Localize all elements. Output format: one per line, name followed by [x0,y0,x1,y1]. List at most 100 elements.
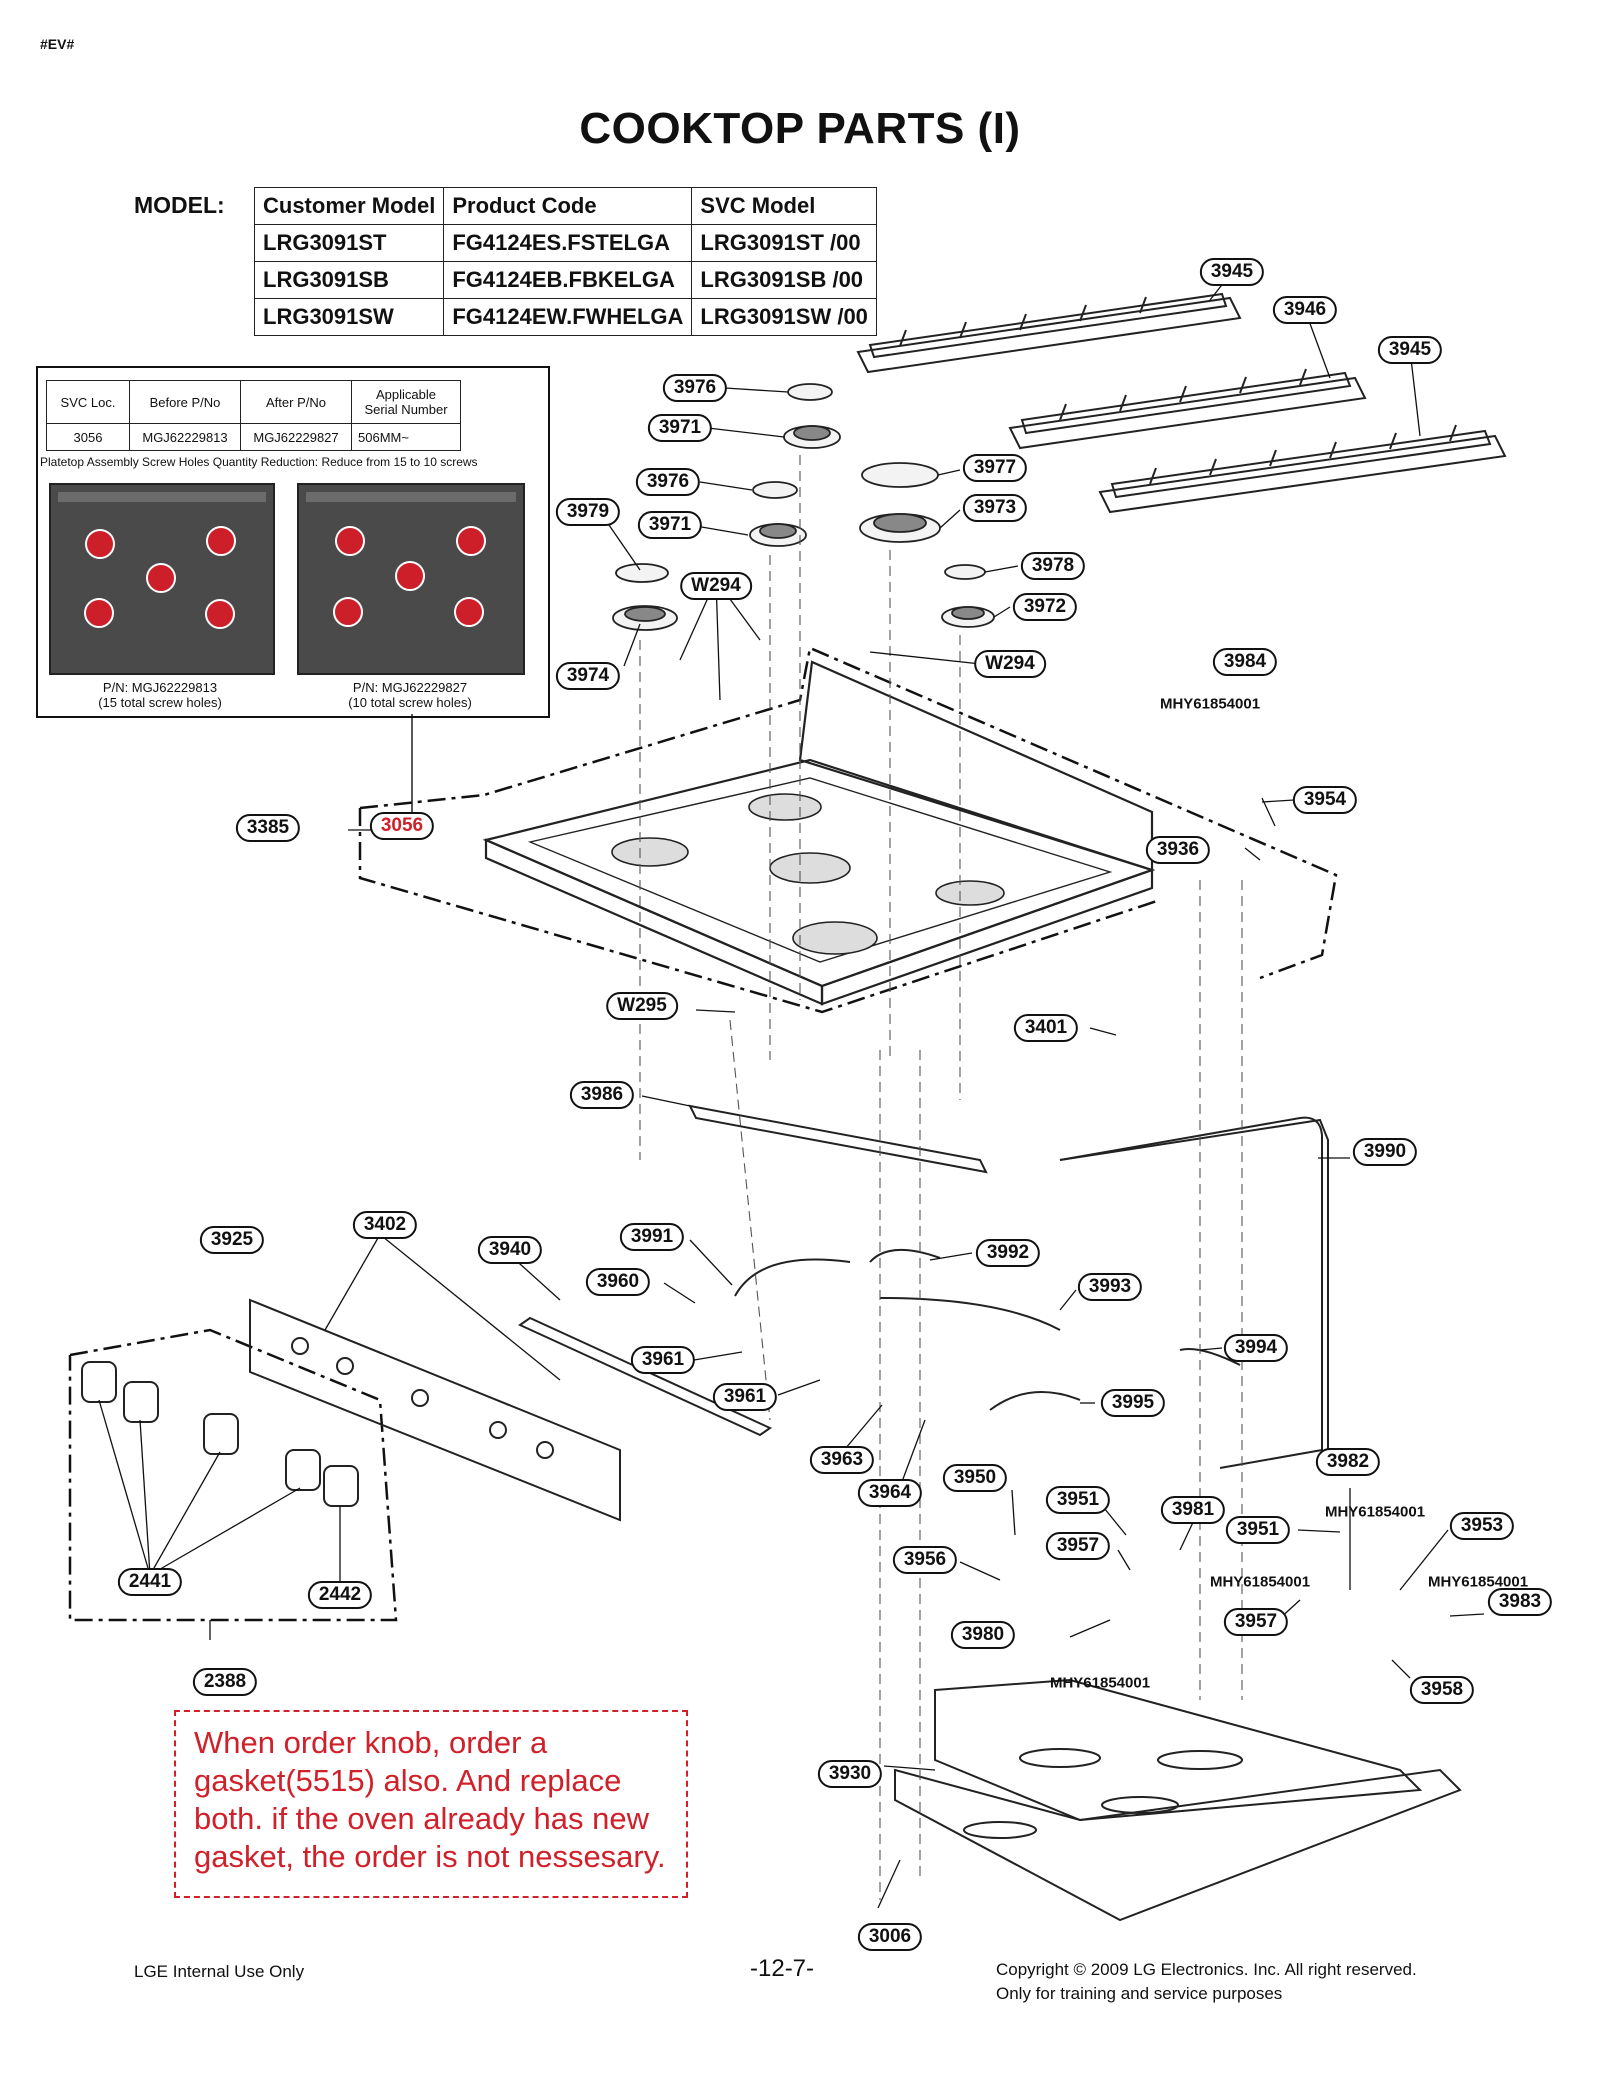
model-label: MODEL: [134,192,225,218]
order-note-line: both. if the oven already has new [194,1801,649,1836]
callout-3961: 3961 [712,1383,778,1411]
part-number-label: MHY61854001 [1209,1573,1311,1591]
table-cell: LRG3091SB /00 [691,261,877,299]
callout-3385: 3385 [235,814,301,842]
doc-tag: #EV# [40,36,75,52]
part-number-label: MHY61854001 [1324,1503,1426,1521]
cooktop-plate [482,660,1156,1006]
table-cell: 3056 [46,423,130,451]
callout-3995: 3995 [1100,1389,1166,1417]
callout-w294: W294 [680,572,752,600]
callout-3951: 3951 [1225,1516,1291,1544]
callout-3983: 3983 [1487,1588,1553,1616]
callout-3994: 3994 [1223,1334,1289,1362]
platetop-photo-before [49,483,275,675]
table-cell: LRG3091ST /00 [691,224,877,262]
callout-3402: 3402 [352,1211,418,1239]
table-cell: MGJ62229813 [129,423,241,451]
callout-3936: 3936 [1145,836,1211,864]
panel-before-holes: (15 total screw holes) [98,695,222,710]
assembly-boundaries [68,646,1338,1622]
callout-3945: 3945 [1199,258,1265,286]
callout-3979: 3979 [555,498,621,526]
callout-3986: 3986 [569,1081,635,1109]
callout-3953: 3953 [1449,1512,1515,1540]
callout-3930: 3930 [817,1760,883,1788]
panel-after-caption: P/N: MGJ62229827 (10 total screw holes) [310,680,510,710]
order-note-line: gasket(5515) also. And replace [194,1763,622,1798]
change-table: SVC Loc. Before P/No After P/No Applicab… [46,380,461,451]
callout-3946: 3946 [1272,296,1338,324]
table-cell: MGJ62229827 [240,423,352,451]
table-cell: 506MM~ [351,423,461,451]
model-header-product: Product Code [443,187,693,225]
change-note: Platetop Assembly Screw Holes Quantity R… [40,455,478,469]
control-panel [249,1298,621,1522]
callout-3957: 3957 [1045,1532,1111,1560]
grate-center [1008,368,1367,450]
callout-3980: 3980 [950,1621,1016,1649]
table-cell: LRG3091SW /00 [691,298,877,336]
callout-2441: 2441 [117,1568,183,1596]
change-header-serial: Applicable Serial Number [351,380,461,424]
callout-3963: 3963 [809,1446,875,1474]
order-note-line: When order knob, order a [194,1725,548,1760]
callout-3957: 3957 [1223,1608,1289,1636]
model-table-header-row: Customer Model Product Code SVC Model [253,187,877,225]
burner-base [894,1678,1462,1922]
callout-3954: 3954 [1292,786,1358,814]
table-row: LRG3091SB FG4124EB.FBKELGA LRG3091SB /00 [253,261,877,299]
grate-left [856,292,1242,374]
callout-2388: 2388 [192,1668,258,1696]
callout-3992: 3992 [975,1239,1041,1267]
callout-3984: 3984 [1212,648,1278,676]
callout-3990: 3990 [1352,1138,1418,1166]
grate-right [1098,424,1507,514]
callout-3056: 3056 [369,812,435,840]
change-header-after: After P/No [240,380,352,424]
footer-service: Only for training and service purposes [996,1984,1283,2003]
panel-after-pn: P/N: MGJ62229827 [352,680,468,695]
callout-3971: 3971 [637,511,703,539]
callout-w294: W294 [974,650,1046,678]
callout-3964: 3964 [857,1479,923,1507]
callout-3993: 3993 [1077,1273,1143,1301]
callout-3977: 3977 [962,454,1028,482]
callout-3978: 3978 [1020,552,1086,580]
callout-w295: W295 [606,992,678,1020]
callout-3982: 3982 [1315,1448,1381,1476]
change-table-header-row: SVC Loc. Before P/No After P/No Applicab… [46,380,461,424]
callout-3401: 3401 [1013,1014,1079,1042]
panel-before-pn: P/N: MGJ62229813 [102,680,218,695]
callout-3006: 3006 [857,1923,923,1951]
callout-3972: 3972 [1012,593,1078,621]
table-row: 3056 MGJ62229813 MGJ62229827 506MM~ [46,423,461,451]
callout-3951: 3951 [1045,1486,1111,1514]
callout-3976: 3976 [662,374,728,402]
part-number-label: MHY61854001 [1049,1674,1151,1692]
change-header-loc: SVC Loc. [46,380,130,424]
table-cell: FG4124EB.FBKELGA [443,261,693,299]
callout-leaders [324,271,1485,1909]
panel-after-holes: (10 total screw holes) [348,695,472,710]
callout-3950: 3950 [942,1464,1008,1492]
callout-3974: 3974 [555,662,621,690]
callout-3958: 3958 [1409,1676,1475,1704]
change-header-before: Before P/No [129,380,241,424]
page-title: COOKTOP PARTS (I) [579,104,1021,153]
model-header-customer: Customer Model [253,187,445,225]
table-cell: LRG3091SB [253,261,445,299]
control-knobs [81,1361,359,1507]
model-table: Customer Model Product Code SVC Model LR… [253,187,877,336]
platetop-photo-after [297,483,525,675]
burner-wells [611,793,1005,955]
table-row: LRG3091SW FG4124EW.FWHELGA LRG3091SW /00 [253,298,877,336]
order-note-box [174,1710,688,1898]
table-cell: LRG3091SW [253,298,445,336]
callout-3940: 3940 [477,1236,543,1264]
footer-copyright: Copyright © 2009 LG Electronics. Inc. Al… [996,1960,1417,1979]
part-number-label: MHY61854001 [1159,695,1261,713]
knob-leaders [98,1399,341,1640]
callout-3973: 3973 [962,494,1028,522]
